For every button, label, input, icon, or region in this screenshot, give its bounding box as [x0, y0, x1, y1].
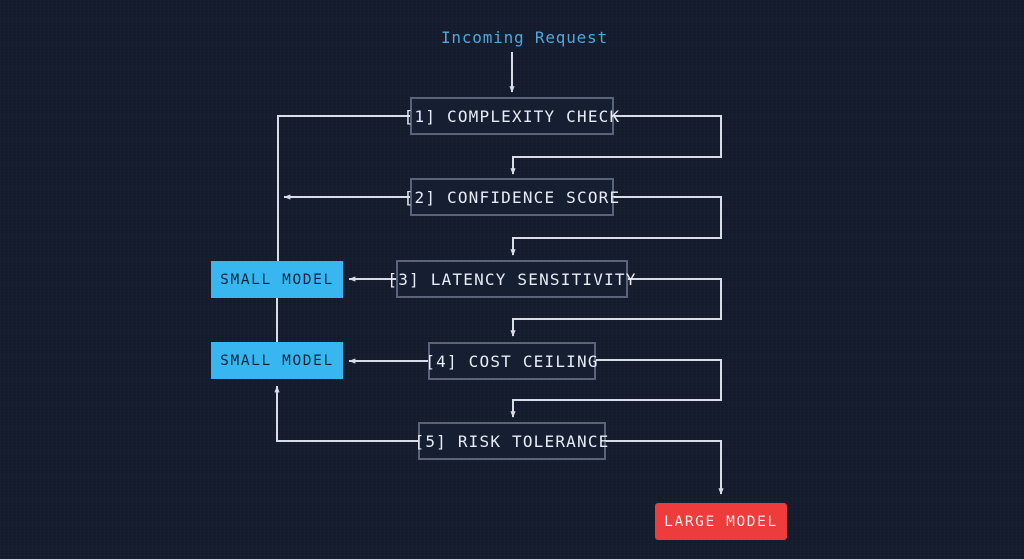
- node-small-model-upper[interactable]: SMALL MODEL: [211, 261, 343, 298]
- wire-complexity-check-pass: [277, 115, 410, 262]
- node-small-model-lower[interactable]: SMALL MODEL: [211, 342, 343, 379]
- wire-risk-tolerance-pass: [274, 385, 418, 442]
- wire-risk-tolerance-to-large-model: [606, 440, 724, 495]
- node-risk-tolerance-label: [5] RISK TOLERANCE: [414, 431, 610, 451]
- wire-confidence-score-fail: [510, 196, 722, 256]
- node-latency-sensitivity-label: [3] LATENCY SENSITIVITY: [387, 269, 637, 289]
- node-complexity-check[interactable]: [1] COMPLEXITY CHECK: [404, 97, 619, 135]
- node-small-model-upper-label: SMALL MODEL: [220, 271, 334, 288]
- node-complexity-check-label: [1] COMPLEXITY CHECK: [403, 106, 621, 126]
- node-large-model-label: LARGE MODEL: [664, 513, 778, 530]
- node-small-model-lower-label: SMALL MODEL: [220, 352, 334, 369]
- node-cost-ceiling-label: [4] COST CEILING: [425, 351, 599, 371]
- wire-cost-ceiling-fail: [510, 359, 722, 418]
- node-confidence-score-label: [2] CONFIDENCE SCORE: [403, 187, 621, 207]
- node-cost-ceiling[interactable]: [4] COST CEILING: [425, 342, 599, 380]
- node-risk-tolerance[interactable]: [5] RISK TOLERANCE: [415, 422, 608, 460]
- node-latency-sensitivity[interactable]: [3] LATENCY SENSITIVITY: [387, 260, 635, 298]
- wire-complexity-check-fail: [510, 115, 722, 175]
- wire-latency-sensitivity-fail: [510, 278, 722, 337]
- node-confidence-score[interactable]: [2] CONFIDENCE SCORE: [404, 178, 619, 216]
- entry-label: Incoming Request: [441, 28, 608, 47]
- node-large-model[interactable]: LARGE MODEL: [655, 503, 787, 540]
